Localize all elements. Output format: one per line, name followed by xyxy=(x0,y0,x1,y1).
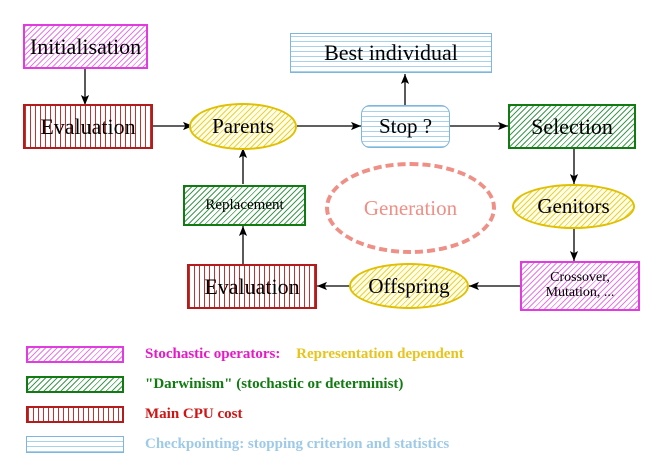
node-crossover-mutation[interactable]: Crossover, Mutation, ... xyxy=(520,261,640,311)
legend-label-darwinism-primary: "Darwinism" (stochastic or determinist) xyxy=(145,375,404,392)
legend-swatch-red-vertical-hatch-icon xyxy=(26,405,124,423)
node-stop[interactable]: Stop ? xyxy=(361,105,450,148)
legend-label-stochastic-operators-secondary: Representation dependent xyxy=(296,345,464,362)
node-replacement[interactable]: Replacement xyxy=(183,185,306,226)
legend-item-darwinism: "Darwinism" (stochastic or determinist) xyxy=(26,371,626,397)
node-evaluation-bottom-label: Evaluation xyxy=(204,273,300,299)
node-genitors-label: Genitors xyxy=(537,194,610,219)
legend-item-checkpointing: Checkpointing: stopping criterion and st… xyxy=(26,431,626,457)
legend-label-stochastic-operators-primary: Stochastic operators: xyxy=(145,345,281,362)
legend-label-main-cpu-cost: Main CPU cost xyxy=(145,406,243,423)
node-generation-label: Generation xyxy=(363,195,458,220)
node-best-individual-label: Best individual xyxy=(324,40,458,66)
legend: Stochastic operators: Representation dep… xyxy=(26,341,626,461)
node-evaluation-bottom[interactable]: Evaluation xyxy=(187,264,317,309)
node-evaluation-top[interactable]: Evaluation xyxy=(23,104,153,149)
node-offspring-label: Offspring xyxy=(368,273,450,298)
legend-label-darwinism: "Darwinism" (stochastic or determinist) xyxy=(145,376,403,393)
node-crossover-mutation-label: Crossover, Mutation, ... xyxy=(545,270,615,300)
node-parents-label: Parents xyxy=(212,114,274,139)
legend-item-main-cpu-cost: Main CPU cost xyxy=(26,401,626,427)
legend-label-checkpointing-primary: Checkpointing: stopping criterion and st… xyxy=(145,435,450,452)
node-evaluation-top-label: Evaluation xyxy=(40,113,136,139)
legend-label-checkpointing: Checkpointing: stopping criterion and st… xyxy=(145,436,449,453)
legend-label-main-cpu-cost-primary: Main CPU cost xyxy=(145,405,243,422)
legend-swatch-magenta-diagonal-hatch-icon xyxy=(26,345,124,363)
node-generation-annotation: Generation xyxy=(325,162,496,254)
legend-swatch-green-diagonal-hatch-icon xyxy=(26,375,124,393)
node-parents[interactable]: Parents xyxy=(189,103,297,150)
node-replacement-label: Replacement xyxy=(205,196,284,213)
legend-item-stochastic-operators: Stochastic operators: Representation dep… xyxy=(26,341,626,367)
node-initialisation[interactable]: Initialisation xyxy=(23,24,148,69)
node-best-individual[interactable]: Best individual xyxy=(290,33,492,73)
legend-label-stochastic-operators: Stochastic operators: Representation dep… xyxy=(145,346,464,363)
node-stop-label: Stop ? xyxy=(378,114,433,139)
legend-swatch-blue-horizontal-hatch-icon xyxy=(26,435,124,453)
node-genitors[interactable]: Genitors xyxy=(512,184,635,229)
node-selection-label: Selection xyxy=(531,113,613,139)
node-selection[interactable]: Selection xyxy=(508,104,636,149)
node-offspring[interactable]: Offspring xyxy=(349,263,469,309)
node-initialisation-label: Initialisation xyxy=(29,33,142,59)
